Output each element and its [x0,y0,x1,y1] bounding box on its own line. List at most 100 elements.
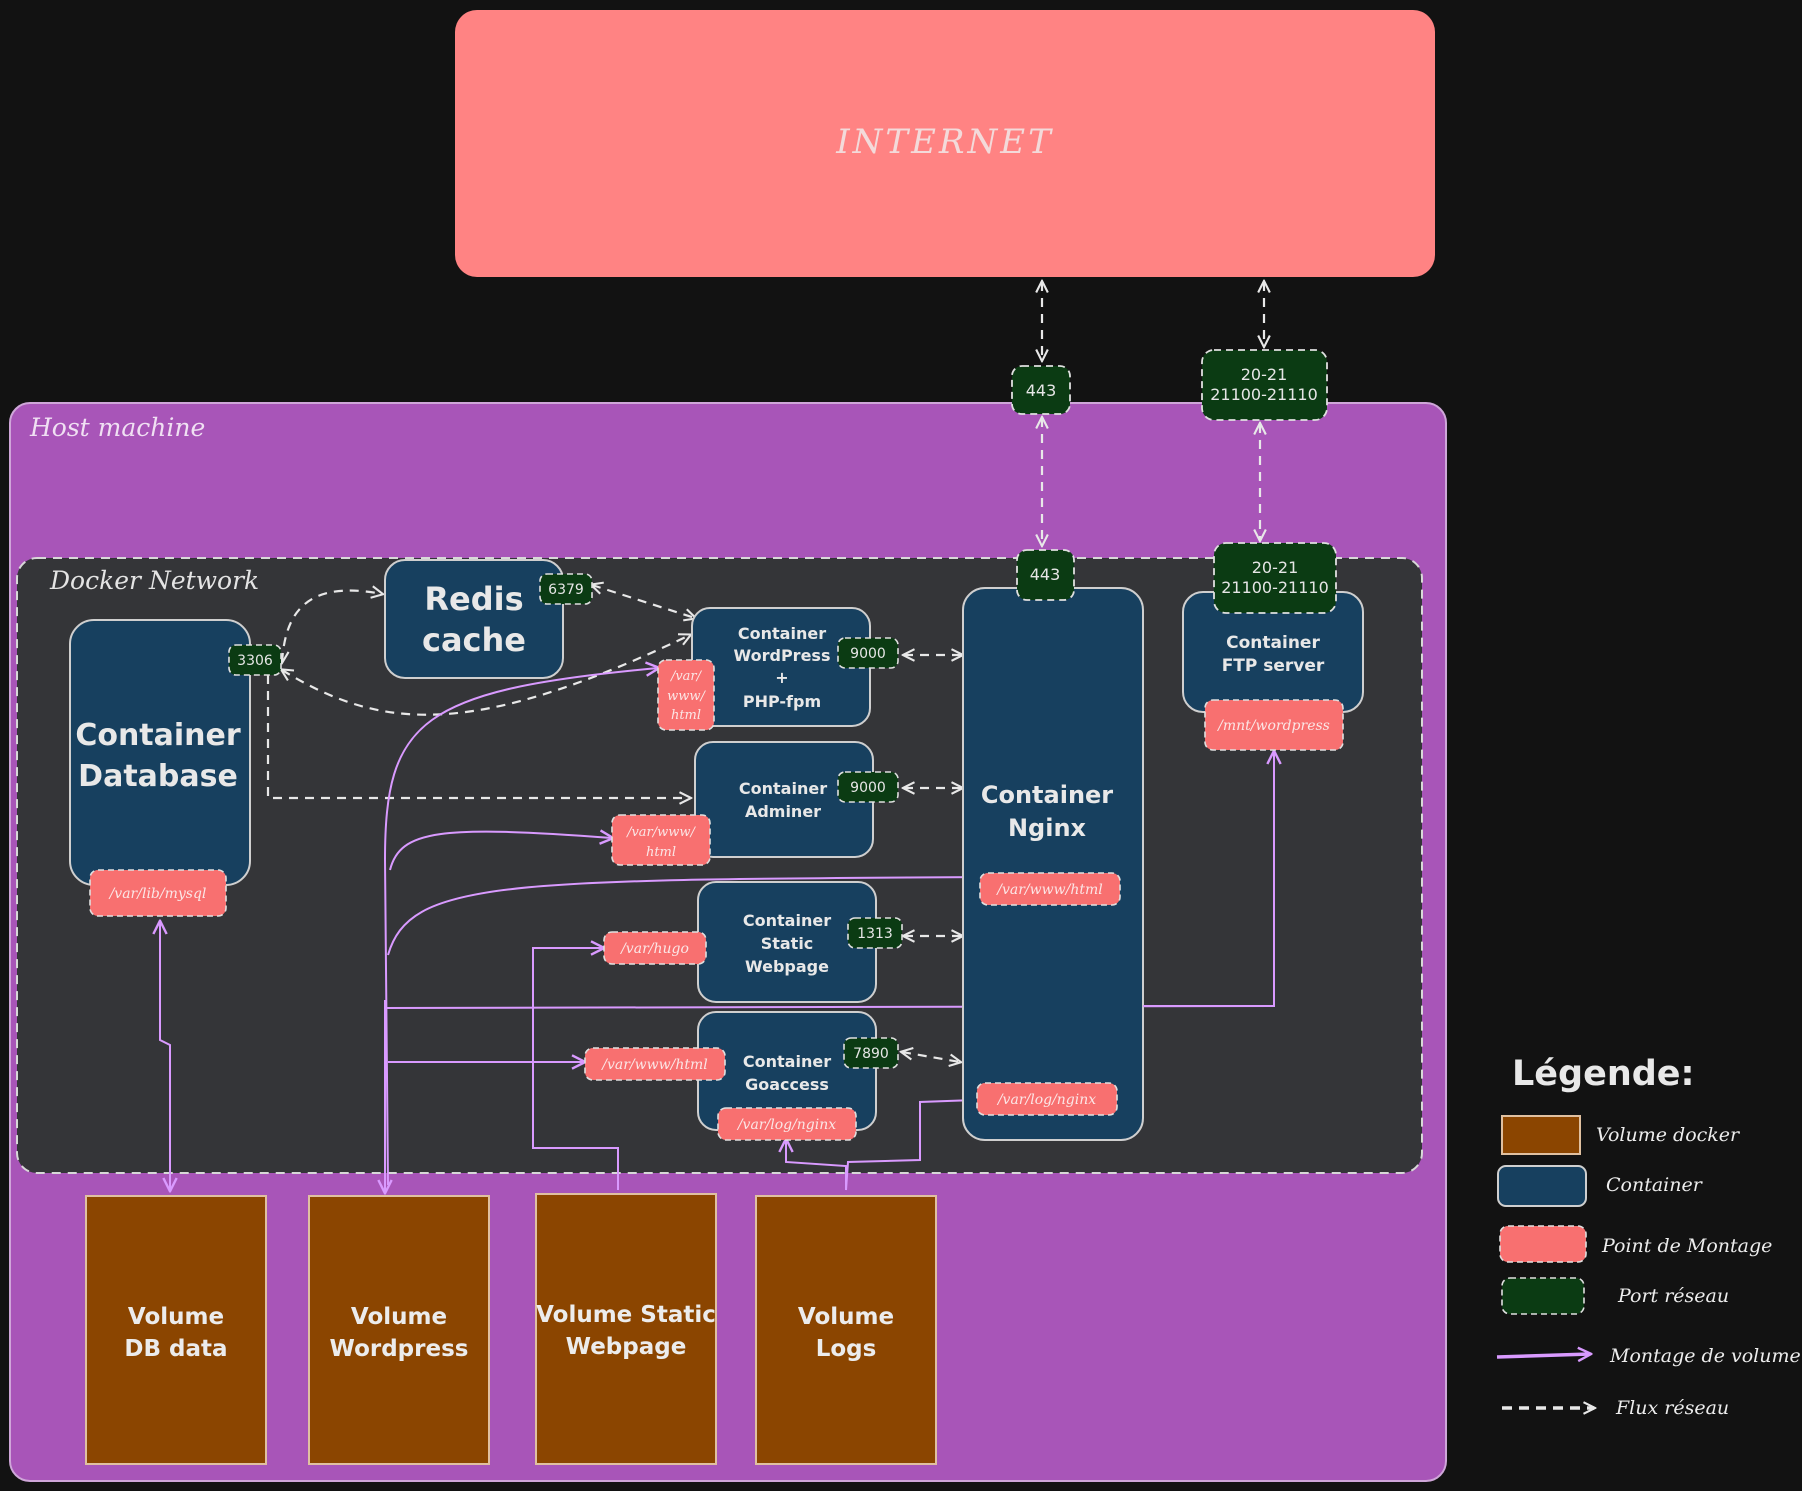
svg-text:9000: 9000 [850,780,886,796]
port-adminer: 9000 [837,771,899,803]
svg-text:20-21: 20-21 [1241,365,1288,384]
svg-text:/var/www/html: /var/www/html [995,882,1102,898]
container-ftp: Container FTP server [1182,591,1364,713]
svg-text:Wordpress: Wordpress [330,1336,469,1362]
svg-text:Container: Container [738,624,826,643]
mount-point-goaccess-log: /var/log/nginx [717,1107,857,1141]
container-redis: Redis cache [384,559,564,679]
legend: Légende: Volume docker Container Point d… [1496,1054,1801,1419]
container-nginx: Container Nginx [962,587,1144,1141]
svg-text:21100-21110: 21100-21110 [1221,578,1329,597]
volume-mounts [160,668,1274,1192]
legend-swatch-mount [1499,1225,1587,1263]
svg-text:FTP server: FTP server [1222,656,1325,676]
flow-nginx-goaccess [902,1052,960,1062]
mount-point-adminer: /var/www/ html [611,814,711,866]
svg-text:DB data: DB data [124,1336,227,1362]
mount-point-ftp: /mnt/wordpress [1204,699,1344,751]
svg-text:Container: Container [743,911,831,930]
svg-text:Container: Container [1226,633,1320,653]
svg-text:Nginx: Nginx [1008,814,1087,842]
port-database: 3306 [228,644,282,676]
svg-text:Container: Container [981,781,1113,809]
container-database: Container Database [69,619,251,886]
internet-label: INTERNET [835,122,1054,162]
volume-static-webpage: Volume Static Webpage [535,1193,717,1465]
mount-point-wordpress: /var/ www/ html [657,659,715,731]
port-internet-ftp: 20-21 21100-21110 [1201,349,1328,421]
container-static-webpage: Container Static Webpage [697,881,877,1003]
svg-text:Webpage: Webpage [745,957,829,976]
legend-swatch-port [1501,1277,1585,1315]
svg-text:Volume Static: Volume Static [536,1302,716,1328]
svg-text:/mnt/wordpress: /mnt/wordpress [1216,718,1330,734]
svg-text:Container: Container [739,779,827,798]
mount-logs-nginx [845,1100,975,1191]
svg-text:20-21: 20-21 [1252,558,1299,577]
svg-text:Volume: Volume [351,1304,447,1330]
svg-text:3306: 3306 [237,653,273,669]
container-wordpress: Container WordPress + PHP-fpm [691,607,871,727]
svg-text:6379: 6379 [548,582,584,598]
legend-swatch-container [1497,1165,1587,1207]
svg-text:+: + [775,668,788,687]
port-redis: 6379 [539,573,593,605]
legend-label-network-flow: Flux réseau [1615,1397,1729,1419]
flow-db-adminer [266,675,690,798]
svg-text:443: 443 [1026,381,1057,400]
volume-logs: Volume Logs [755,1195,937,1465]
mount-wp-to-nginx [387,877,982,956]
svg-text:Webpage: Webpage [566,1334,687,1360]
legend-arrow-volume-mount [1496,1354,1590,1357]
port-nginx-443: 443 [1016,549,1075,601]
svg-text:7890: 7890 [853,1046,889,1062]
legend-label-mount: Point de Montage [1601,1235,1772,1257]
volume-db-data: Volume DB data [85,1195,267,1465]
legend-title: Légende: [1512,1054,1695,1094]
svg-text:PHP-fpm: PHP-fpm [743,692,821,711]
svg-text:cache: cache [422,621,526,659]
legend-swatch-volume [1501,1115,1581,1155]
internet-box: INTERNET [455,10,1435,277]
docker-network-label: Docker Network [49,566,259,595]
mount-point-goaccess-html: /var/www/html [584,1047,726,1081]
svg-text:/var/log/nginx: /var/log/nginx [996,1092,1096,1108]
host-machine-label: Host machine [29,413,205,442]
svg-text:Container: Container [743,1052,831,1071]
mount-point-nginx-html: /var/www/html [979,872,1121,906]
svg-text:/var/: /var/ [669,669,703,684]
svg-text:/var/www/: /var/www/ [625,825,696,840]
svg-text:/var/lib/mysql: /var/lib/mysql [108,886,207,902]
port-static: 1313 [847,917,903,949]
mount-point-hugo: /var/hugo [603,931,707,965]
svg-text:Volume: Volume [128,1304,224,1330]
svg-text:9000: 9000 [850,646,886,662]
svg-text:Container: Container [75,718,241,753]
svg-text:Volume: Volume [798,1304,894,1330]
mount-wp-to-wordpress [383,668,658,1186]
svg-text:/var/hugo: /var/hugo [619,941,689,957]
flow-redis-db [282,591,382,662]
svg-text:/var/log/nginx: /var/log/nginx [736,1117,836,1133]
svg-text:Static: Static [761,934,814,953]
legend-label-container: Container [1606,1174,1704,1196]
svg-text:Goaccess: Goaccess [745,1075,829,1094]
svg-text:html: html [646,845,676,860]
port-wordpress: 9000 [837,637,899,669]
volume-wordpress: Volume Wordpress [308,1195,490,1465]
mount-point-mysql: /var/lib/mysql [89,869,227,917]
container-goaccess: Container Goaccess [697,1011,877,1131]
svg-text:Database: Database [78,759,238,794]
svg-text:21100-21110: 21100-21110 [1210,385,1318,404]
mount-point-nginx-log: /var/log/nginx [976,1082,1118,1116]
mount-wp-to-ftp [384,752,1274,1100]
legend-label-volume: Volume docker [1596,1124,1741,1146]
mount-static-hugo [532,948,619,1190]
legend-label-port: Port réseau [1617,1285,1729,1307]
svg-text:Redis: Redis [424,580,523,618]
mount-db-volume [160,922,170,1190]
svg-text:www/: www/ [667,689,706,704]
mount-wp-to-adminer [389,832,612,871]
